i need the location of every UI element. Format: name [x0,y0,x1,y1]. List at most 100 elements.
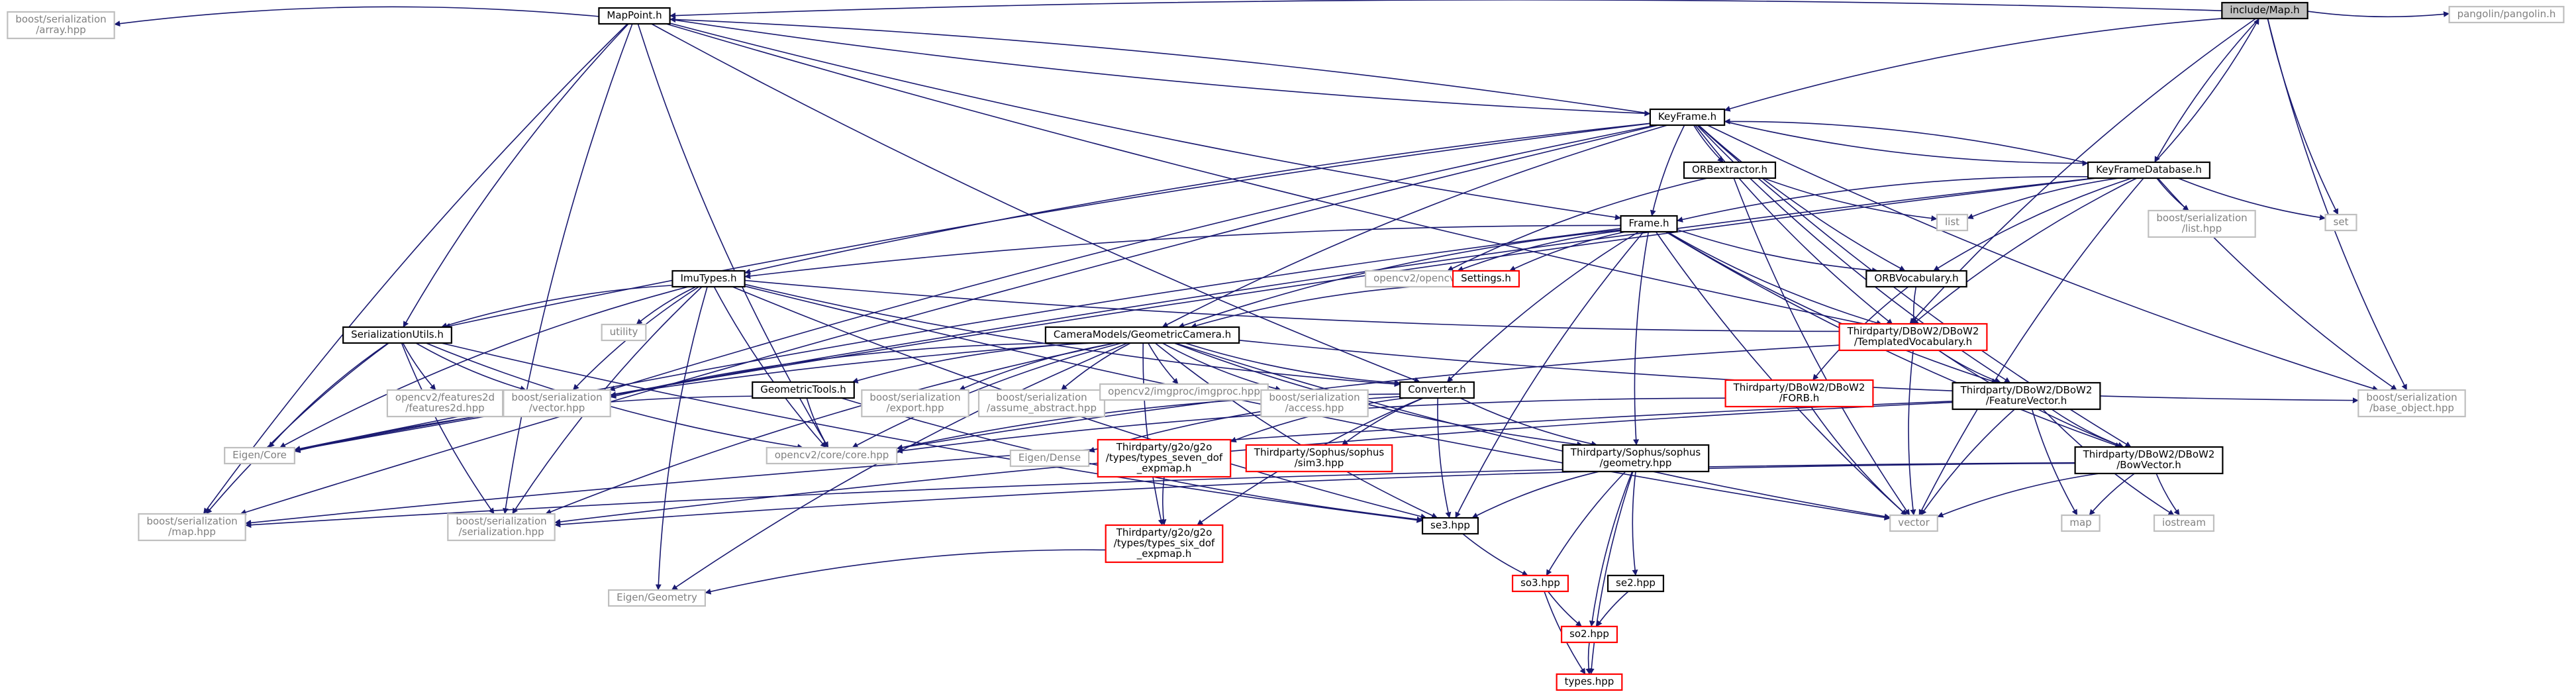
node-keyframe[interactable]: KeyFrame.h [1649,108,1726,126]
edge-arrow [1154,342,1438,519]
node-box [342,326,452,344]
node-label: Thirdparty/DBoW2/DBoW2 [1960,384,2093,396]
edge-arrow [279,286,689,448]
edge-arrow [1509,231,1626,272]
node-so2[interactable]: so2.hpp [1560,625,1618,644]
edge-arrow [1455,231,1644,519]
node-label: utility [610,326,638,338]
edge-arrow [440,285,673,328]
node-settings[interactable]: Settings.h [1452,270,1520,288]
node-box [1556,673,1623,691]
node-label: boost/serialization [2156,212,2247,224]
node-bs_export: boost/serialization/export.hpp [861,389,969,418]
node-types[interactable]: types.hpp [1556,673,1623,691]
edge-sophus_geom-to-se3 [1471,471,1600,519]
edge-serutils-to-bs_map [205,342,389,515]
edge-keyframe-to-kfdb [1724,121,2089,166]
edge-mappoint-to-frame [669,23,1621,221]
node-se3[interactable]: se3.hpp [1421,517,1479,535]
edge-serutils-to-eigen_core [268,342,389,448]
node-box [1561,444,1710,473]
node-kfdb[interactable]: KeyFrameDatabase.h [2087,161,2210,179]
node-orbextractor[interactable]: ORBextractor.h [1683,161,1777,179]
edge-arrow [651,23,1420,383]
node-label: Eigen/Dense [1018,452,1081,464]
edge-keyframe-to-orbvocab [1698,124,1906,272]
edge-so3-to-so2 [1547,591,1582,627]
edge-keyframe-to-bs_vector [609,124,1656,391]
node-bs_array: boost/serialization/array.hpp [7,11,115,40]
node-label: _expmap.h [1136,548,1191,560]
node-orbvocab[interactable]: ORBVocabulary.h [1865,270,1967,288]
edge-frame-to-settings [1509,231,1626,272]
node-geocam[interactable]: CameraModels/GeometricCamera.h [1044,326,1240,344]
node-forb[interactable]: Thirdparty/DBoW2/DBoW2/FORB.h [1724,379,1874,408]
edge-keyframe-to-orbextractor [1693,124,1724,163]
node-se2[interactable]: se2.hpp [1607,574,1665,593]
node-bowvec[interactable]: Thirdparty/DBoW2/DBoW2/BowVector.h [2074,446,2224,475]
edge-geocam-to-bs_ser [545,342,1116,515]
node-box [1097,438,1232,478]
edge-arrow [402,342,436,391]
node-label: /TemplatedVocabulary.h [1854,336,1972,348]
node-so3[interactable]: so3.hpp [1511,574,1569,593]
node-frame[interactable]: Frame.h [1620,215,1678,233]
node-featvec[interactable]: Thirdparty/DBoW2/DBoW2/FeatureVector.h [1952,381,2101,411]
node-map[interactable]: include/Map.h [2221,1,2308,20]
edge-arrow [1724,121,2089,166]
node-label: /features2d.hpp [405,402,484,414]
node-converter[interactable]: Converter.h [1399,381,1475,399]
node-box [977,389,1106,418]
edge-imutypes-to-cv_core [713,286,827,448]
edge-keyframe-to-geocam [1162,124,1668,328]
node-label: Eigen/Geometry [617,591,697,603]
edge-arrow [2155,473,2180,516]
edge-arrow [713,286,827,448]
node-mappoint[interactable]: MapPoint.h [598,7,671,25]
edge-mappoint-to-converter [651,23,1420,383]
node-imutypes[interactable]: ImuTypes.h [671,270,746,288]
edge-arrow [1457,230,1621,272]
node-serutils[interactable]: SerializationUtils.h [342,326,452,344]
edge-frame-to-featvec [1665,231,1998,384]
node-label: include/Map.h [2230,4,2299,16]
node-sophus_geom[interactable]: Thirdparty/Sophus/sophus/geometry.hpp [1561,444,1710,473]
edge-arrow [2089,473,2135,516]
node-eigen_dense: Eigen/Dense [1009,449,1090,468]
node-label: ImuTypes.h [680,272,736,284]
node-box [1099,383,1269,401]
edge-geocam-to-cv_core [852,342,1122,448]
node-label: /map.hpp [168,526,216,538]
edge-arrow [669,23,1621,221]
edge-arrow [1967,177,2120,219]
edge-arrow [114,6,599,27]
node-geotools[interactable]: GeometricTools.h [752,381,855,399]
node-label: ORBextractor.h [1692,164,1767,175]
node-g2o_six[interactable]: Thirdparty/g2o/g2o/types/types_six_dof_e… [1105,524,1224,564]
node-box [1421,517,1479,535]
edge-arrow [401,342,495,515]
node-label: set [2334,216,2349,228]
edge-g2o_six-to-eigen_geom [705,549,1106,595]
node-label: so3.hpp [1520,577,1560,589]
node-label: pangolin/pangolin.h [2457,8,2556,20]
edge-kfdb-to-orbvocab [1933,177,2132,272]
node-label: /BowVector.h [2116,459,2181,471]
node-sophus_sim3[interactable]: Thirdparty/Sophus/sophus/sim3.hpp [1245,444,1393,473]
node-label: /FeatureVector.h [1986,395,2067,407]
edge-arrow [545,342,1116,515]
edge-arrow [1190,283,1454,328]
node-box [671,270,746,288]
edge-kfdb-to-keyframe [1724,118,2089,164]
edge-arrow [2154,18,2259,163]
edge-kfdb-to-bs_vector [610,177,2095,398]
edge-arrow [1695,124,1893,325]
node-templvocab[interactable]: Thirdparty/DBoW2/DBoW2/TemplatedVocabula… [1838,323,1988,352]
node-g2o_seven[interactable]: Thirdparty/g2o/g2o/types/types_seven_dof… [1097,438,1232,478]
edge-arrow [1667,231,1883,326]
node-label: boost/serialization [1269,391,1360,403]
node-label: Converter.h [1408,383,1466,395]
edge-arrow [1763,177,1938,222]
edge-arrow [669,0,2222,19]
